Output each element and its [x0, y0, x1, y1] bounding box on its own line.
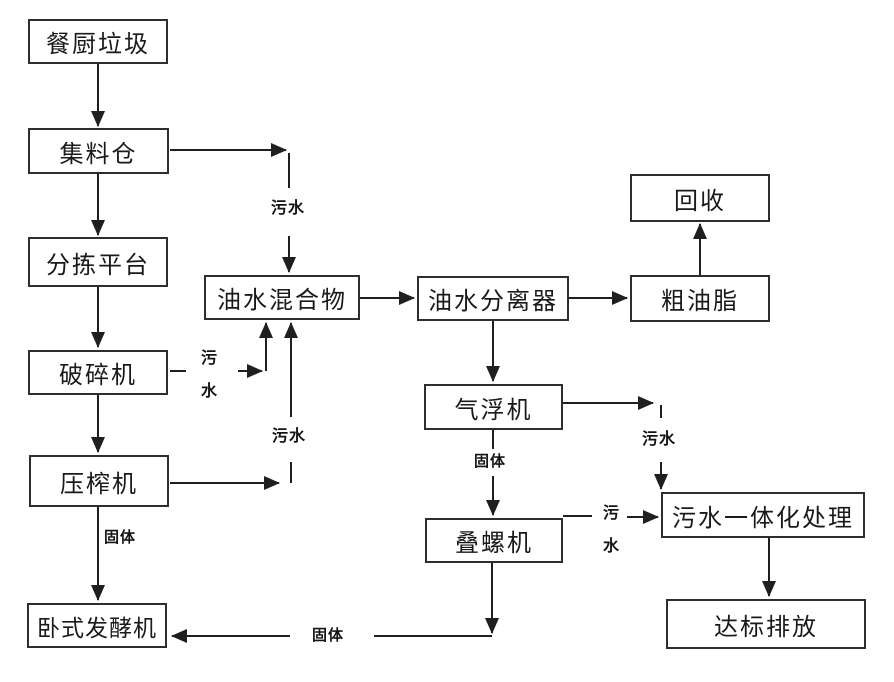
node-discharge: 达标排放	[666, 599, 866, 649]
edge-flotation-to-sewage	[563, 396, 668, 490]
edge-screw-to-sewage	[563, 510, 659, 524]
node-press: 压榨机	[29, 455, 169, 507]
edge-crusher-to-mixture	[170, 322, 273, 378]
label-sewage-from-bin: 污水	[271, 200, 306, 217]
node-recycle: 回收	[630, 174, 770, 222]
label-solid-from-screw: 固体	[312, 627, 345, 644]
label-sewage-from-press: 污水	[272, 428, 307, 445]
node-oil-water-mixture: 油水混合物	[204, 275, 360, 320]
node-sorting-platform: 分拣平台	[28, 237, 168, 287]
edge-press-to-mixture	[170, 322, 298, 490]
label-solid-from-flotation: 固体	[474, 453, 507, 470]
node-crusher: 破碎机	[28, 350, 168, 395]
node-horizontal-fermenter: 卧式发酵机	[27, 603, 167, 648]
label-sewage-from-screw: 污水	[602, 505, 619, 555]
node-kitchen-waste: 餐厨垃圾	[28, 19, 168, 64]
edge-bin-to-mixture	[170, 143, 296, 273]
edge-screw-to-fermenter	[171, 563, 499, 643]
node-air-flotation: 气浮机	[424, 384, 563, 430]
node-collection-bin: 集料仓	[28, 128, 169, 174]
label-sewage-from-flotation: 污水	[642, 431, 677, 448]
node-crude-grease: 粗油脂	[630, 275, 770, 322]
label-sewage-from-crusher: 污水	[200, 350, 217, 400]
node-sewage-treatment: 污水一体化处理	[661, 492, 865, 538]
node-oil-water-separator: 油水分离器	[417, 276, 569, 321]
label-solid-from-press: 固体	[104, 529, 137, 546]
node-screw-press: 叠螺机	[425, 518, 563, 563]
